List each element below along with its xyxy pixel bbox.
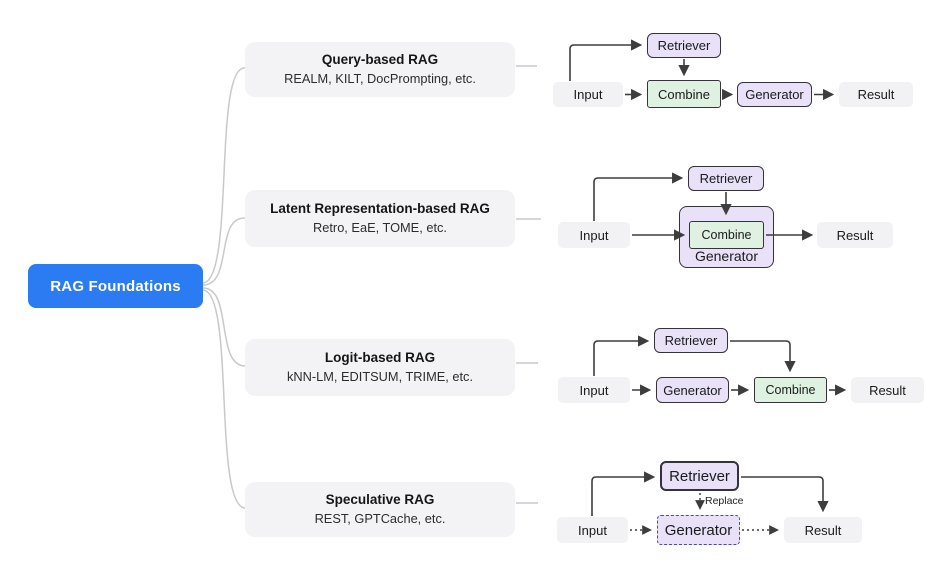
branch-card-latent-representation-based-rag: Latent Representation-based RAG Retro, E…	[245, 190, 515, 247]
branch-title: Logit-based RAG	[324, 350, 436, 366]
arrow-query-input-retriever	[569, 39, 643, 81]
logit-result-node: Result	[851, 377, 924, 403]
arrow-logit-retriever-combine	[730, 340, 796, 373]
branch-curve-query	[202, 67, 246, 284]
latent-retriever-node: Retriever	[688, 166, 764, 191]
logit-generator-node: Generator	[656, 377, 729, 403]
latent-result-node: Result	[817, 222, 893, 248]
arrow-latent-input-retriever	[593, 172, 684, 221]
branch-curve-latent	[202, 217, 246, 286]
branch-card-query-based-rag: Query-based RAG REALM, KILT, DocPromptin…	[245, 42, 515, 97]
branch-title: Speculative RAG	[325, 492, 435, 508]
branch-curve-speculative	[202, 289, 246, 509]
arrow-speculative-retriever-result	[741, 476, 829, 513]
speculative-generator-node: Generator	[657, 515, 740, 545]
query-input-node: Input	[553, 82, 623, 107]
branch-curve-logit	[202, 287, 246, 367]
branch-examples: REST, GPTCache, etc.	[314, 510, 446, 526]
branch-card-logit-based-rag: Logit-based RAG kNN-LM, EDITSUM, TRIME, …	[245, 339, 515, 396]
branch-examples: REALM, KILT, DocPrompting, etc.	[284, 70, 476, 86]
logit-combine-node: Combine	[754, 377, 827, 403]
branch-examples: Retro, EaE, TOME, etc.	[313, 219, 447, 235]
speculative-replace-label: Replace	[705, 495, 744, 507]
arrow-speculative-input-retriever	[591, 471, 656, 516]
speculative-input-node: Input	[557, 517, 628, 543]
logit-retriever-node: Retriever	[654, 328, 728, 353]
latent-generator-label: Generator	[694, 248, 759, 264]
query-combine-node: Combine	[647, 80, 721, 108]
branch-card-speculative-rag: Speculative RAG REST, GPTCache, etc.	[245, 482, 515, 537]
query-result-node: Result	[839, 82, 913, 107]
root-node-rag-foundations: RAG Foundations	[28, 264, 203, 308]
latent-combine-node: Combine	[689, 221, 764, 249]
speculative-result-node: Result	[784, 517, 862, 543]
logit-input-node: Input	[558, 377, 630, 403]
latent-input-node: Input	[558, 222, 630, 248]
branch-examples: kNN-LM, EDITSUM, TRIME, etc.	[286, 368, 474, 384]
speculative-retriever-node: Retriever	[660, 461, 739, 491]
arrow-logit-input-retriever	[593, 335, 650, 376]
branch-title: Query-based RAG	[321, 52, 439, 68]
root-node-label: RAG Foundations	[50, 277, 181, 295]
query-generator-node: Generator	[737, 82, 812, 107]
query-retriever-node: Retriever	[647, 33, 721, 58]
branch-title: Latent Representation-based RAG	[270, 201, 490, 217]
